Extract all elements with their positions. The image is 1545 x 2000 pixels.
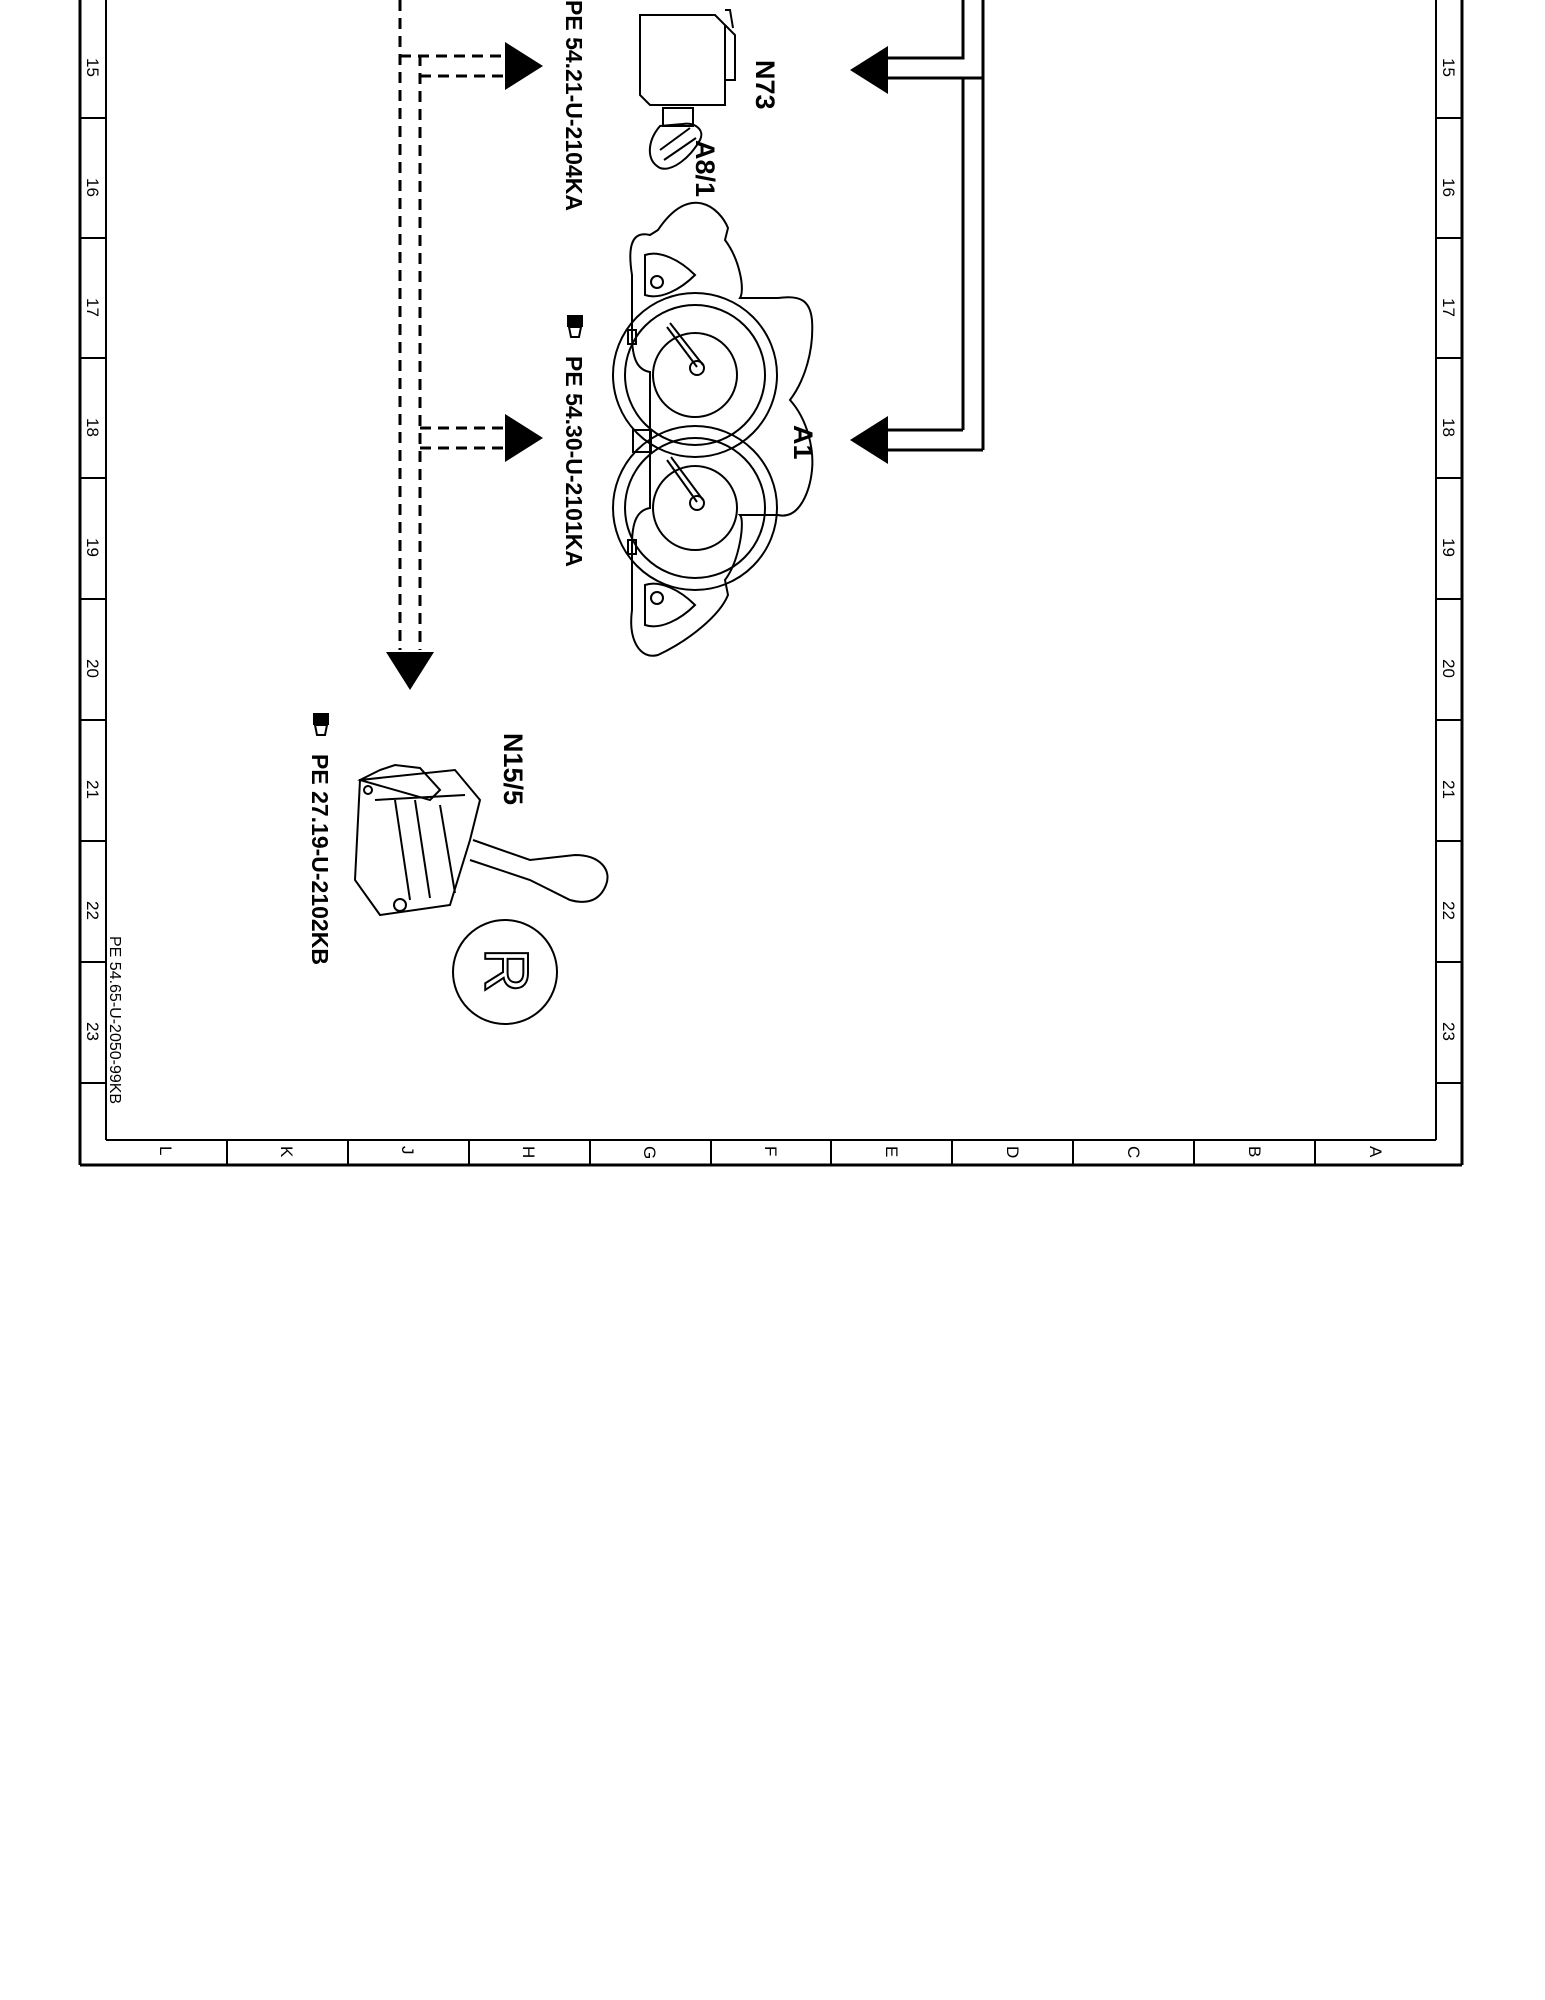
ref-n73: PE 54.21-U-2104KA (561, 0, 587, 211)
row-label-16: 16 (83, 178, 102, 197)
row-label-18-right: 18 (1439, 418, 1458, 437)
label-a8-1: A8/1 (690, 140, 720, 197)
row-label-20-right: 20 (1439, 659, 1458, 678)
column-label-H: H (519, 1146, 538, 1158)
label-n73: N73 (750, 60, 780, 110)
r-marker: R (452, 919, 558, 1025)
arrow-to-a1 (850, 416, 888, 464)
dashed-signal-lines (386, 0, 543, 690)
row-ruler (80, 117, 1462, 1084)
drawing-code: PE 54.65-U-2050-99KB (106, 936, 123, 1104)
r-marker-label: R (471, 948, 540, 993)
arrow-to-a1-dashed (505, 414, 543, 462)
ref-n73-label: PE 54.21-U-2104KA (561, 0, 587, 211)
row-label-22-right: 22 (1439, 901, 1458, 920)
row-label-15-right: 15 (1439, 58, 1458, 77)
label-n15-5: N15/5 (498, 733, 528, 805)
row-labels-right: 15 16 17 18 19 20 21 22 23 (1439, 58, 1458, 1041)
column-label-D: D (1003, 1146, 1022, 1158)
column-ruler (226, 1140, 1316, 1165)
row-label-21: 21 (83, 780, 102, 799)
row-label-17-right: 17 (1439, 298, 1458, 317)
column-labels: L K J H G F E D C B A (156, 1146, 1385, 1159)
row-label-23-right: 23 (1439, 1022, 1458, 1041)
column-label-A: A (1366, 1146, 1385, 1158)
column-label-F: F (761, 1146, 780, 1156)
row-label-19: 19 (83, 538, 102, 557)
column-label-L: L (156, 1146, 175, 1155)
sheet-frame (78, 0, 1464, 1167)
column-label-J: J (398, 1146, 417, 1155)
pointing-hand-icon (313, 713, 329, 736)
arrow-to-n73-dashed (505, 42, 543, 90)
pointing-hand-icon (567, 315, 583, 338)
n15-5-selector-lever-icon (353, 763, 609, 917)
row-label-15: 15 (83, 58, 102, 77)
column-label-C: C (1124, 1146, 1143, 1158)
label-a1: A1 (788, 425, 818, 460)
row-label-17: 17 (83, 298, 102, 317)
ref-a1: PE 54.30-U-2101KA (561, 315, 587, 567)
column-label-G: G (640, 1146, 659, 1159)
row-label-16-right: 16 (1439, 178, 1458, 197)
row-label-23: 23 (83, 1022, 102, 1041)
row-label-21-right: 21 (1439, 780, 1458, 799)
arrow-to-n73 (850, 46, 888, 94)
arrow-to-n15-5 (386, 652, 434, 690)
solid-signal-lines (850, 0, 985, 464)
ref-n15-5-label: PE 27.19-U-2102KB (307, 754, 333, 965)
row-label-19-right: 19 (1439, 538, 1458, 557)
ref-a1-label: PE 54.30-U-2101KA (561, 356, 587, 567)
row-label-18: 18 (83, 418, 102, 437)
column-label-B: B (1245, 1146, 1264, 1157)
row-label-22: 22 (83, 901, 102, 920)
column-label-E: E (882, 1146, 901, 1157)
column-label-K: K (277, 1146, 296, 1158)
row-label-20: 20 (83, 659, 102, 678)
a1-instrument-cluster-icon (612, 201, 814, 657)
ref-n15-5: PE 27.19-U-2102KB (307, 713, 333, 965)
n73-ignition-switch-icon (639, 9, 736, 170)
row-labels-left: 15 16 17 18 19 20 21 22 23 (83, 58, 102, 1041)
